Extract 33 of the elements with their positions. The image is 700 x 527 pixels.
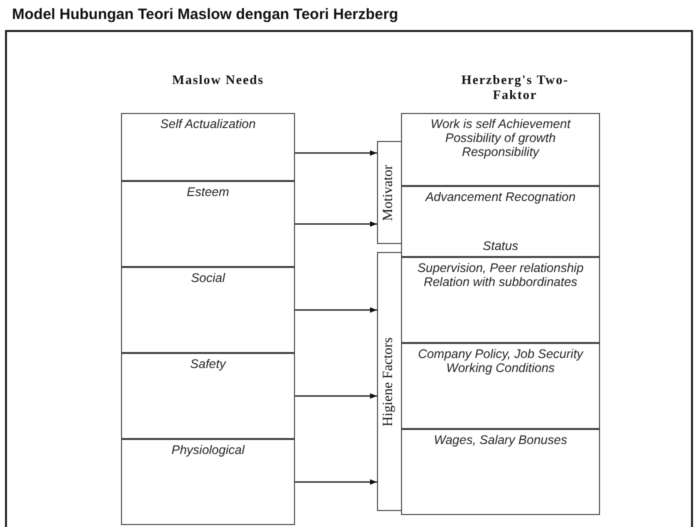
box-text: Esteem [186, 185, 230, 199]
level-box [401, 343, 600, 429]
column-heading: Maslow Needs [171, 72, 265, 87]
box-text: Safety [189, 357, 228, 371]
arrow [295, 393, 377, 399]
title: Model Hubungan Teori Maslow dengan Teori Herzberg [12, 6, 398, 23]
level-box [121, 113, 295, 181]
arrow [295, 307, 377, 313]
box-text: Wages, Salary Bonuses [432, 433, 568, 447]
level-box [401, 429, 600, 515]
arrow [295, 479, 377, 485]
level-box [121, 267, 295, 353]
column-heading: Herzberg's Two-Faktor [460, 72, 570, 102]
level-box [401, 257, 600, 343]
level-box [401, 186, 600, 257]
bracket-label: Higiene Factors [380, 336, 397, 426]
arrow [295, 150, 377, 156]
bracket-label: Motivator [380, 164, 397, 220]
level-box [121, 181, 295, 267]
box-text: Company Policy, Job Security Working Conditions [416, 347, 584, 375]
box-text: Social [190, 271, 226, 285]
box-text: Status [482, 239, 520, 253]
level-box [121, 353, 295, 439]
bracket [377, 141, 401, 244]
box-text: Advancement Recognation [424, 190, 577, 204]
arrow [295, 221, 377, 227]
level-box [121, 439, 295, 525]
box-text: Supervision, Peer relationship Relation with subbordinates [416, 261, 585, 289]
box-text: Self Actualization [159, 117, 257, 131]
level-box [401, 113, 600, 186]
box-text: Physiological [170, 443, 246, 457]
box-text: Work is self Achievement Possibility of growth Responsibility [430, 117, 572, 159]
bracket [377, 252, 401, 511]
